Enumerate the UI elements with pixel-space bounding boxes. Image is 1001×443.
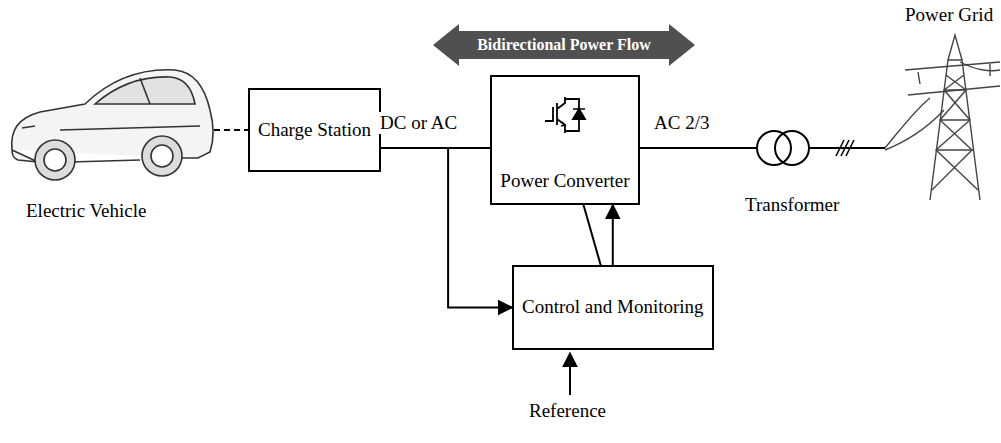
connector (612, 205, 614, 265)
three-phase-mark (836, 140, 854, 156)
igbt-symbol (543, 95, 587, 135)
transformer-symbol (757, 131, 809, 165)
box-title: Power Converter (500, 170, 629, 193)
grid-wire (809, 147, 885, 149)
grid-label: Power Grid (903, 4, 995, 26)
flow-arrow-band: Bidirectional Power Flow (433, 24, 695, 66)
process-box: Control and Monitoring (512, 265, 714, 350)
converter-box: Power Converter (490, 75, 640, 205)
box-title: Charge Station (258, 119, 371, 142)
vehicle-label: Electric Vehicle (24, 200, 148, 222)
box-title: Control and Monitoring (522, 296, 704, 319)
double-arrow-fill (433, 24, 695, 66)
signal-label: DC or AC (378, 112, 459, 134)
flow-label: Bidirectional Power Flow (477, 35, 651, 54)
process-box: Charge Station (248, 88, 381, 172)
vehicle-cable (214, 129, 248, 131)
car-illustration (12, 70, 213, 180)
reference-label: Reference (527, 400, 608, 422)
transformer-label: Transformer (743, 194, 841, 216)
reference-arrow (569, 353, 571, 395)
transmission-tower (885, 35, 1000, 200)
signal-label: AC 2/3 (652, 112, 711, 134)
ac-wire (638, 147, 757, 149)
